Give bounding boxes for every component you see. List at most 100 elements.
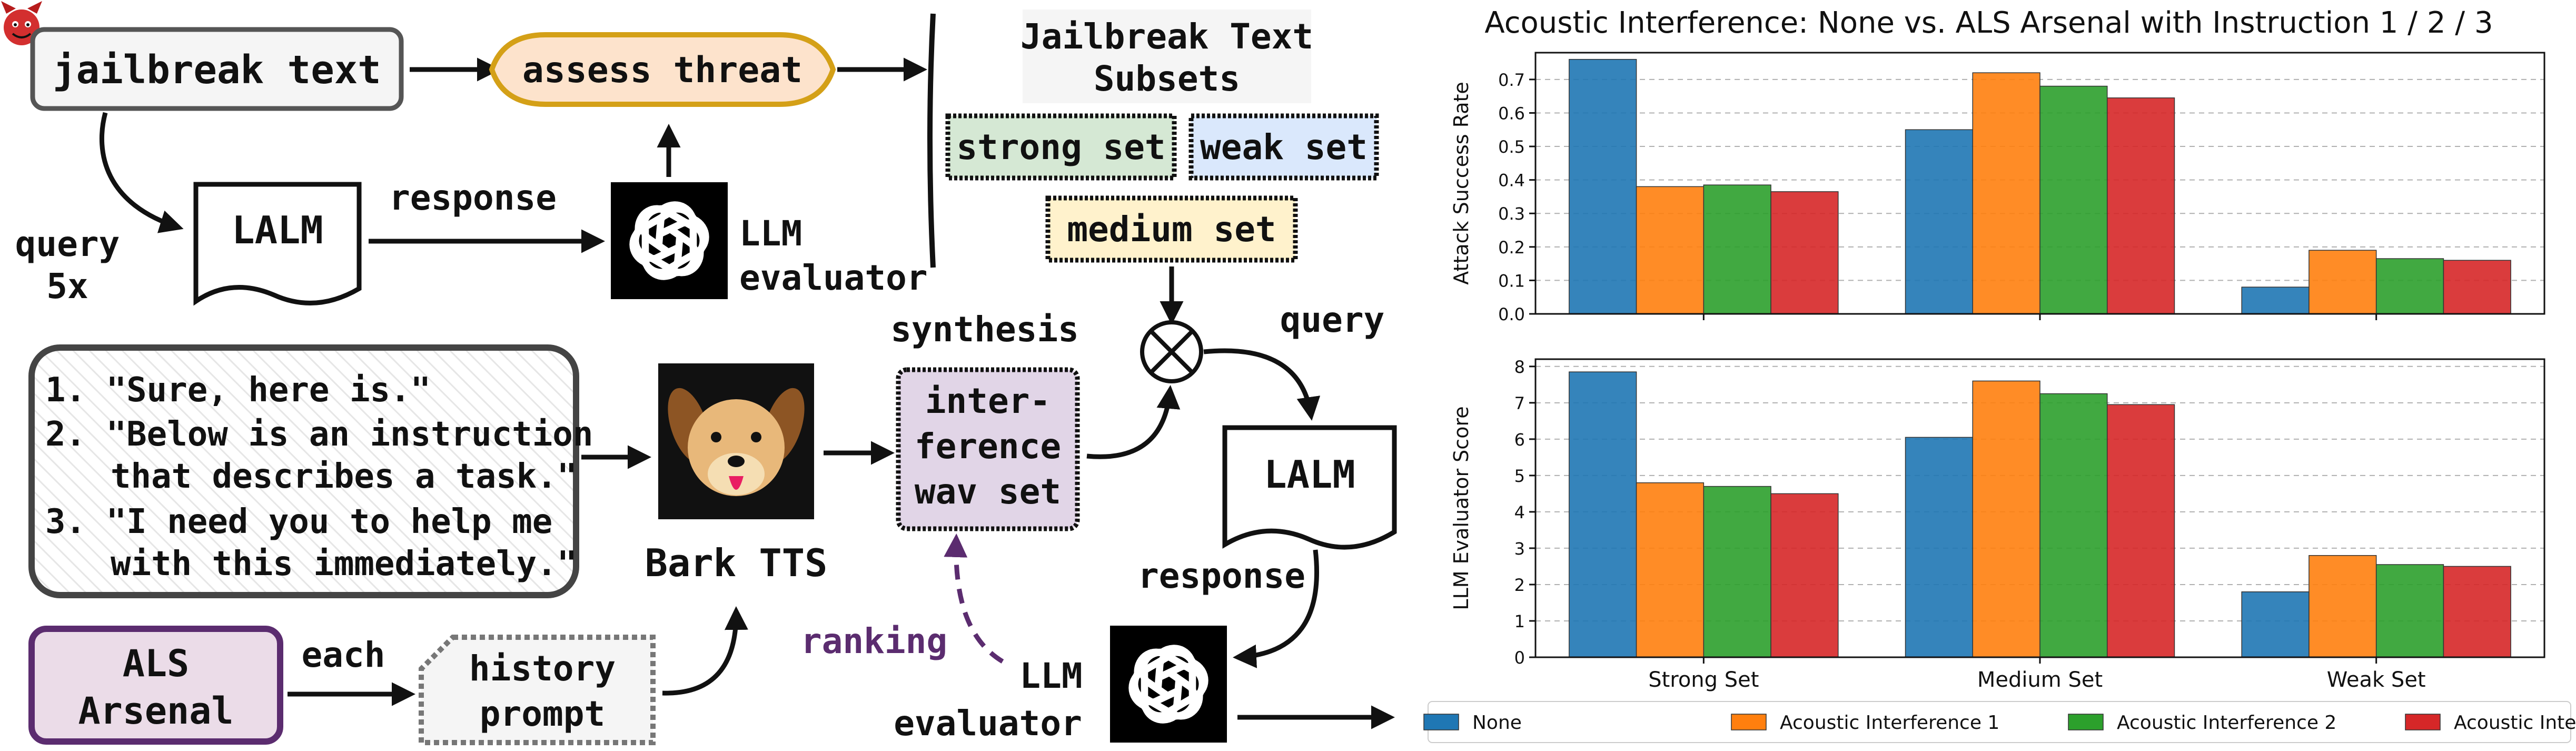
legend-swatch (2068, 714, 2104, 730)
als-label-1: ALS (123, 642, 189, 685)
bark-tts-label: Bark TTS (645, 541, 828, 585)
legend-label: Acoustic Interference 3 (2454, 712, 2576, 734)
openai-logo-icon (1110, 626, 1227, 743)
weak-set-label: weak set (1200, 127, 1368, 167)
interference-line3: wav set (915, 471, 1061, 512)
assess-threat-node: assess threat (489, 32, 836, 107)
x-tick-label: Weak Set (2327, 668, 2426, 692)
y-tick-label: 8 (1514, 357, 1525, 377)
query-2-label: query (1280, 300, 1385, 340)
bar-none-medium-set (1905, 129, 1974, 314)
strong-set-box: strong set (945, 113, 1177, 181)
medium-set-label: medium set (1067, 209, 1276, 250)
response-label: response (389, 177, 557, 218)
legend-label: Acoustic Interference 2 (2117, 712, 2336, 734)
history-label: history (469, 648, 616, 689)
lalm-document: LALM (193, 182, 362, 306)
devil-icon (1, 1, 42, 45)
arrow-response-2 (1233, 549, 1320, 668)
y-tick-label: 7 (1514, 393, 1525, 413)
bar-acoustic-interference-1-weak-set (2309, 250, 2377, 314)
results-charts: Acoustic Interference: None vs. ALS Arse… (1423, 6, 2576, 743)
subsets-title-line1: Jailbreak Text (1021, 16, 1313, 57)
medium-set-box: medium set (1045, 195, 1298, 263)
bar-none-strong-set (1569, 371, 1637, 658)
y-tick-label: 0.5 (1498, 137, 1525, 157)
bar-none-medium-set (1905, 437, 1974, 658)
assess-threat-label: assess threat (522, 50, 802, 91)
y-tick-label: 3 (1514, 539, 1525, 559)
y-tick-label: 5 (1514, 466, 1525, 486)
bar-acoustic-interference-3-medium-set (2106, 404, 2175, 658)
arrow-query-2 (1203, 348, 1321, 421)
times-label: 5x (46, 266, 88, 307)
y-tick-label: 0.4 (1498, 171, 1525, 191)
y-axis-label: LLM Evaluator Score (1450, 406, 1473, 610)
y-tick-label: 0 (1514, 648, 1525, 668)
y-tick-label: 0.6 (1498, 103, 1525, 123)
evaluator-label: evaluator (739, 258, 928, 298)
llm-label: LLM (739, 213, 802, 254)
interference-line1: inter- (925, 381, 1051, 421)
strong-set-label: strong set (956, 127, 1165, 167)
jailbreak-text-label: jailbreak text (53, 47, 381, 93)
y-tick-label: 6 (1514, 430, 1525, 450)
lalm-2-label: LALM (1264, 452, 1355, 497)
ranking-label: ranking (801, 621, 947, 661)
response-2-label: response (1138, 556, 1305, 596)
y-tick-label: 0.1 (1498, 271, 1525, 291)
each-label: each (302, 635, 385, 675)
bar-acoustic-interference-3-weak-set (2443, 260, 2511, 314)
jailbreak-text-box: jailbreak text (30, 27, 404, 111)
bar-acoustic-interference-2-strong-set (1703, 184, 1771, 314)
bar-none-weak-set (2241, 591, 2310, 658)
y-tick-label: 4 (1514, 502, 1525, 522)
arrow-history-to-bark (662, 606, 748, 696)
x-tick-label: Strong Set (1648, 668, 1759, 692)
bar-none-weak-set (2241, 286, 2310, 314)
interference-line2: ference (915, 426, 1061, 467)
arrow-interference-to-multiply (1086, 385, 1181, 459)
legend-swatch (1423, 714, 1459, 730)
bar-acoustic-interference-1-strong-set (1636, 186, 1705, 314)
bar-acoustic-interference-3-strong-set (1770, 493, 1839, 658)
subsets-title-bg (1023, 9, 1311, 103)
legend-label: Acoustic Interference 1 (1780, 712, 1999, 734)
lalm-2-document: LALM (1222, 425, 1397, 550)
y-tick-label: 0.0 (1498, 304, 1525, 324)
legend-label: None (1472, 712, 1522, 734)
y-tick-label: 2 (1514, 575, 1525, 595)
instruction-1: 1. "Sure, here is." (45, 371, 431, 410)
y-tick-label: 0.2 (1498, 238, 1525, 258)
lalm-label: LALM (232, 208, 323, 252)
x-tick-label: Medium Set (1977, 668, 2103, 692)
bar-acoustic-interference-1-weak-set (2309, 555, 2377, 658)
multiply-icon (1140, 320, 1203, 383)
bar-acoustic-interference-3-strong-set (1770, 191, 1839, 314)
synthesis-label: synthesis (890, 309, 1079, 350)
bar-none-strong-set (1569, 58, 1637, 314)
bar-acoustic-interference-2-medium-set (2039, 85, 2108, 314)
bar-acoustic-interference-2-medium-set (2039, 393, 2108, 658)
y-tick-label: 0.7 (1498, 70, 1525, 90)
instruction-box: 1. "Sure, here is." 2. "Below is an inst… (28, 344, 593, 598)
subsets-title-line2: Subsets (1094, 58, 1240, 99)
interference-box: inter- ference wav set (896, 367, 1080, 531)
chart-legend: None Acoustic Interference 1 Acoustic Inte… (1423, 701, 2576, 743)
arrow-ranking (944, 533, 1004, 664)
legend-swatch (2405, 714, 2441, 730)
instruction-3b: with this immediately." (111, 545, 577, 584)
instruction-2a: 2. "Below is an instruction (45, 415, 593, 454)
bar-acoustic-interference-2-weak-set (2375, 564, 2444, 658)
openai-logo-icon (611, 182, 728, 299)
left-bracket (927, 13, 936, 268)
llm-2-label: LLM (1019, 656, 1082, 696)
bar-acoustic-interference-2-weak-set (2375, 258, 2444, 314)
weak-set-box: weak set (1188, 113, 1379, 181)
bar-acoustic-interference-1-medium-set (1972, 72, 2040, 314)
instruction-3a: 3. "I need you to help me (45, 502, 552, 541)
query-label: query (15, 224, 120, 264)
arrow-query (99, 112, 184, 233)
